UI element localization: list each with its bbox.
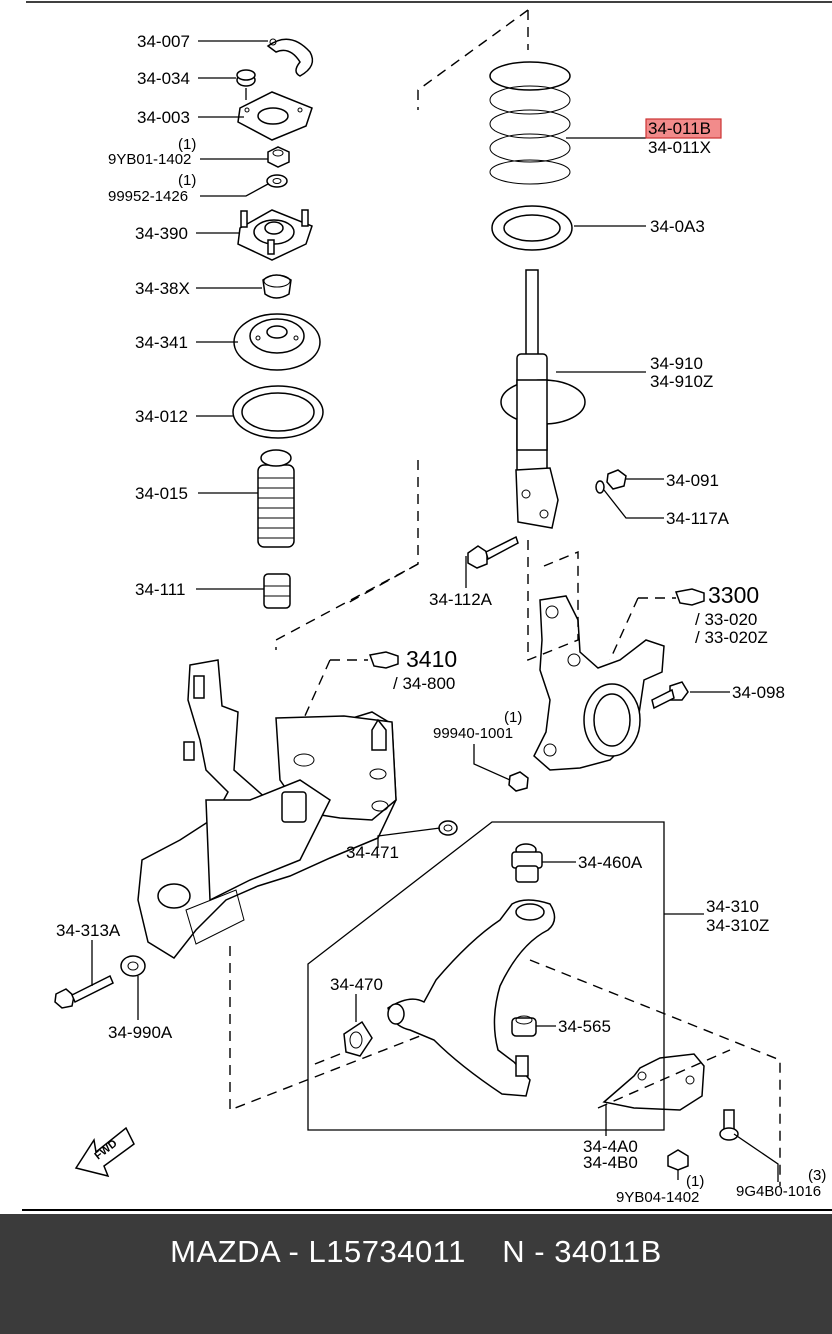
part-99940-nut <box>508 771 529 792</box>
label-34-091: 34-091 <box>666 471 719 490</box>
label-ref-3410: 3410 <box>406 646 457 672</box>
label-34-012: 34-012 <box>135 407 188 426</box>
part-34-117a-washer <box>595 480 605 494</box>
label-34-990a: 34-990A <box>108 1023 173 1042</box>
label-34-313a: 34-313A <box>56 921 121 940</box>
label-34-0a3: 34-0A3 <box>650 217 705 236</box>
pointer-icon-3410 <box>368 651 399 669</box>
label-34-4a0: 34-4A0 <box>583 1137 638 1156</box>
label-34-117a: 34-117A <box>666 509 730 528</box>
label-9g4b0-1016: 9G4B0-1016 <box>736 1183 821 1200</box>
part-34-990a-bushing <box>120 955 146 977</box>
label-qty-1c: (1) <box>504 709 522 726</box>
footer-text: MAZDA - L15734011 N - 34011B <box>170 1234 662 1269</box>
part-34-015-boot <box>257 449 295 548</box>
highlight-box <box>645 118 722 139</box>
part-3300-knuckle <box>533 595 665 771</box>
label-34-111: 34-111 <box>135 580 185 599</box>
part-99952-washer <box>266 174 288 188</box>
pointer-icon-3300 <box>674 588 705 606</box>
leader-lines <box>91 40 779 1182</box>
part-34-011b-coil-spring <box>489 61 571 185</box>
part-34-390-mount <box>237 209 313 261</box>
part-34-310-lower-arm <box>387 899 556 1097</box>
part-34-003-plate <box>237 91 313 141</box>
part-34-112a-bolt <box>467 535 519 569</box>
label-34-015: 34-015 <box>135 484 188 503</box>
part-34-007-clip <box>266 38 314 77</box>
label-34-011x: 34-011X <box>648 138 711 157</box>
part-34-471-bushing <box>438 820 458 836</box>
label-34-4b0: 34-4B0 <box>583 1153 638 1172</box>
part-34-38x-bearing <box>262 274 292 299</box>
part-34-460a-bushing <box>511 843 543 883</box>
lower-arm-group-box <box>307 821 704 1131</box>
label-qty-1a: (1) <box>178 136 196 153</box>
label-34-470: 34-470 <box>330 975 383 994</box>
part-34-0a3-seat <box>491 205 573 251</box>
footer-bar: MAZDA - L15734011 N - 34011B <box>0 1214 832 1334</box>
label-34-011b: 34-011B <box>648 119 711 138</box>
label-34-098: 34-098 <box>732 683 785 702</box>
label-34-800: / 34-800 <box>393 674 455 693</box>
part-9g4b0-bolt <box>719 1109 739 1141</box>
part-34-470-bushing <box>343 1020 373 1057</box>
label-33-020: / 33-020 <box>695 610 757 629</box>
part-34-034-nut <box>236 69 256 87</box>
label-34-341: 34-341 <box>135 333 188 352</box>
label-qty-3: (3) <box>808 1167 826 1184</box>
part-34-565-bushing <box>511 1015 537 1037</box>
label-34-310: 34-310 <box>706 897 759 916</box>
label-ref-3300: 3300 <box>708 582 759 608</box>
part-9yb01-nut <box>267 146 290 168</box>
label-34-460a: 34-460A <box>578 853 643 872</box>
label-34-471: 34-471 <box>346 843 399 862</box>
labels: 34-007 34-034 34-003 (1) 9YB01-1402 (1) … <box>56 32 826 1206</box>
label-34-112a: 34-112A <box>429 590 493 609</box>
label-34-034: 34-034 <box>137 69 190 88</box>
part-34-091-nut <box>606 469 627 490</box>
part-34-012-ring <box>232 385 324 439</box>
dashed-lines <box>229 9 781 1186</box>
label-99940-1001: 99940-1001 <box>433 725 513 742</box>
part-34-098-bolt <box>651 681 689 710</box>
label-34-565: 34-565 <box>558 1017 611 1036</box>
part-34-910-strut <box>500 269 586 529</box>
label-34-910z: 34-910Z <box>650 372 713 391</box>
part-34-4a0-bracket <box>602 1053 705 1111</box>
label-34-910: 34-910 <box>650 354 703 373</box>
label-34-390: 34-390 <box>135 224 188 243</box>
label-33-020z: / 33-020Z <box>695 628 768 647</box>
label-34-310z: 34-310Z <box>706 916 769 935</box>
label-qty-1d: (1) <box>686 1173 704 1190</box>
label-34-38x: 34-38X <box>135 279 190 298</box>
label-99952-1426: 99952-1426 <box>108 188 188 205</box>
parts-diagram: FWD <box>22 1 832 1211</box>
part-9yb04-nut <box>667 1149 689 1171</box>
label-qty-1b: (1) <box>178 172 196 189</box>
label-34-007: 34-007 <box>137 32 190 51</box>
part-34-313a-bolt <box>54 974 114 1009</box>
label-9yb04-1402: 9YB04-1402 <box>616 1189 699 1206</box>
label-34-003: 34-003 <box>137 108 190 127</box>
label-9yb01-1402: 9YB01-1402 <box>108 151 191 168</box>
part-34-341-seat <box>233 313 321 371</box>
part-3410-subframe <box>137 659 397 959</box>
fwd-arrow-icon: FWD <box>74 1126 135 1178</box>
part-34-111-bumper <box>263 573 291 609</box>
